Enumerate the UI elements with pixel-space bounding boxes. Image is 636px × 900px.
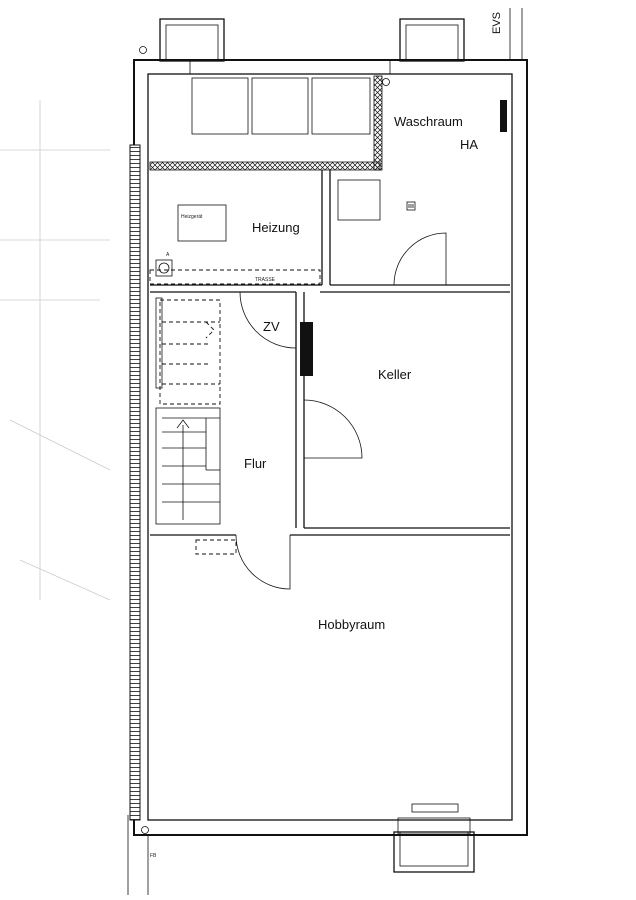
keller-room: Keller <box>303 367 510 529</box>
light-well-top-left <box>159 18 225 62</box>
waschraum-room: Waschraum HA <box>329 100 507 286</box>
a-label: A <box>166 252 170 258</box>
background-ghost-lines <box>0 100 111 601</box>
radiator <box>411 803 459 813</box>
tank-icon <box>155 259 173 277</box>
zv-door <box>239 291 297 349</box>
zv-block <box>300 322 313 376</box>
drain-icon <box>406 201 416 211</box>
stair-arrow-up <box>176 419 190 429</box>
evs-label: EVS <box>491 12 503 34</box>
heizung-room: Heizgerät A TRASSE Heizung <box>149 204 321 285</box>
survey-marker-waschraum <box>382 78 390 86</box>
hobbyraum-label: Hobbyraum <box>318 617 385 632</box>
light-well-bottom <box>393 831 475 873</box>
trasse-channel <box>149 269 321 285</box>
trasse-label: TRASSE <box>255 277 276 283</box>
survey-marker-top <box>139 46 147 54</box>
stair-handrail <box>155 297 163 389</box>
washing-machine <box>337 179 381 221</box>
window-frame-top <box>189 59 391 75</box>
keller-label: Keller <box>378 367 412 382</box>
radiator-dashed <box>195 539 237 555</box>
hobbyraum-room: Hobbyraum <box>150 534 510 813</box>
storage-area <box>149 75 383 171</box>
heizgeraet-box <box>177 204 227 242</box>
brick-wall-strip <box>129 144 141 821</box>
meter-box <box>500 100 507 132</box>
lower-stairs <box>155 407 221 525</box>
stairwell: ZV Flur <box>150 291 313 528</box>
flur-label: Flur <box>244 456 267 471</box>
waschraum-label: Waschraum <box>394 114 463 129</box>
hobbyraum-door <box>235 534 291 590</box>
fb-label: FB <box>150 853 157 859</box>
keller-door <box>303 399 363 459</box>
waschraum-door <box>393 232 447 286</box>
zv-label: ZV <box>263 319 280 334</box>
survey-marker-bottom <box>141 826 149 834</box>
ha-label: HA <box>460 137 478 152</box>
heizgeraet-label: Heizgerät <box>181 214 203 220</box>
window-frame-bottom <box>397 817 471 835</box>
stair-arrow-dashed <box>205 321 215 339</box>
light-well-top-right <box>399 18 465 62</box>
heizung-label: Heizung <box>252 220 300 235</box>
upper-stairs-dashed <box>159 299 221 405</box>
